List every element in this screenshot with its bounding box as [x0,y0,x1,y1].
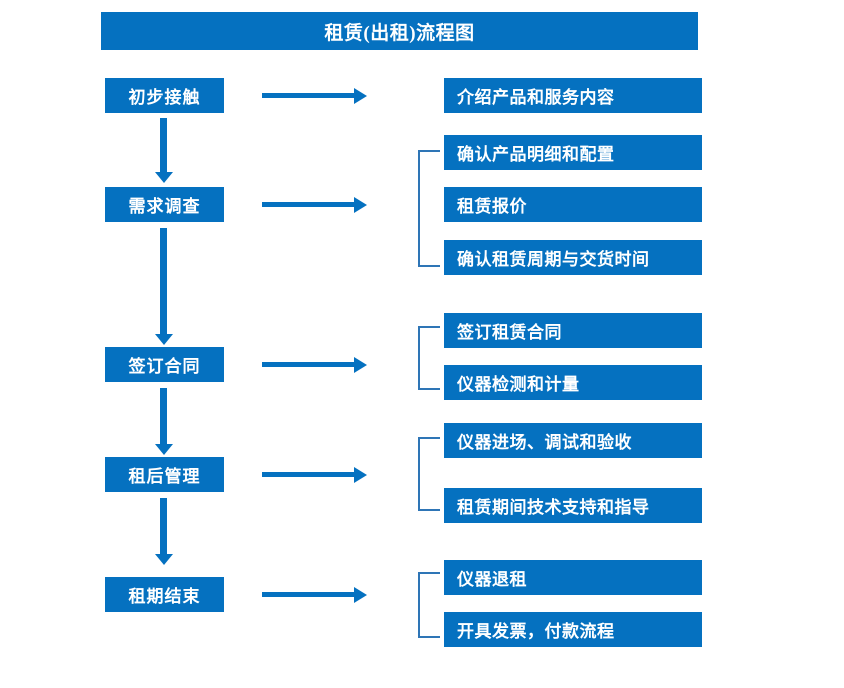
group-bracket-icon [418,326,440,390]
stage-box-4[interactable]: 租后管理 [105,457,224,492]
stage-box-2[interactable]: 需求调查 [105,187,224,222]
stage-box-5[interactable]: 租期结束 [105,577,224,612]
diagram-title: 租赁(出租)流程图 [101,12,698,50]
arrow-down-icon [154,228,173,345]
stage-box-1[interactable]: 初步接触 [105,78,224,113]
arrow-right-icon [262,196,367,213]
group-bracket-icon [418,437,440,511]
detail-box-2-3[interactable]: 确认租赁周期与交货时间 [444,240,702,275]
arrow-right-icon [262,586,367,603]
detail-box-3-2[interactable]: 仪器检测和计量 [444,365,702,400]
detail-box-4-2[interactable]: 租赁期间技术支持和指导 [444,488,702,523]
detail-box-4-1[interactable]: 仪器进场、调试和验收 [444,423,702,458]
arrow-down-icon [154,118,173,183]
detail-box-1-1[interactable]: 介绍产品和服务内容 [444,78,702,113]
arrow-right-icon [262,356,367,373]
detail-box-5-1[interactable]: 仪器退租 [444,560,702,595]
arrow-right-icon [262,466,367,483]
detail-box-5-2[interactable]: 开具发票，付款流程 [444,612,702,647]
arrow-down-icon [154,388,173,455]
group-bracket-icon [418,150,440,267]
arrow-down-icon [154,498,173,565]
stage-box-3[interactable]: 签订合同 [105,347,224,382]
group-bracket-icon [418,572,440,638]
detail-box-3-1[interactable]: 签订租赁合同 [444,313,702,348]
detail-box-2-2[interactable]: 租赁报价 [444,187,702,222]
detail-box-2-1[interactable]: 确认产品明细和配置 [444,135,702,170]
arrow-right-icon [262,87,367,104]
